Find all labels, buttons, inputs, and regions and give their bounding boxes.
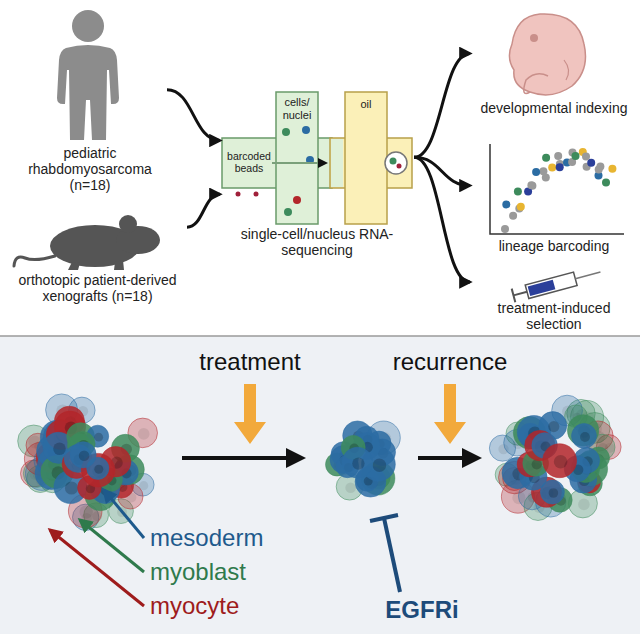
panel-divider xyxy=(0,335,640,337)
illustrated-node: single-cell/nucleus RNA-sequencing xyxy=(222,90,412,258)
text-label: myocyte xyxy=(150,592,300,620)
orange-arrow xyxy=(434,384,466,444)
node-label: lineage barcoding xyxy=(472,238,636,254)
flow-arrow xyxy=(187,194,220,227)
inhibition-bar xyxy=(370,515,398,521)
node-label: orthotopic patient-derived xenografts (n… xyxy=(10,272,185,304)
text-label: mesoderm xyxy=(150,524,300,552)
flow-arrow xyxy=(414,157,470,282)
embryo-drawing xyxy=(509,14,585,95)
mouse-silhouette xyxy=(14,215,160,270)
text-label: EGFRi xyxy=(372,596,472,624)
text-label: myoblast xyxy=(150,558,300,586)
node-label: single-cell/nucleus RNA-sequencing xyxy=(222,226,412,258)
bottom-panel xyxy=(0,336,640,634)
syringe-drawing xyxy=(512,265,603,302)
inhibition-line xyxy=(384,518,400,592)
orange-arrow xyxy=(234,384,266,444)
scatter-plot xyxy=(490,144,624,234)
pointer-arrow xyxy=(50,530,144,606)
text-label: cells/ nuclei xyxy=(276,96,318,121)
child-silhouette xyxy=(57,10,119,140)
text-label: barcoded beads xyxy=(223,150,275,174)
node-label: developmental indexing xyxy=(472,100,636,116)
flow-arrow xyxy=(414,53,470,157)
illustrated-node: treatment-induced selection xyxy=(472,268,636,332)
process-arrow xyxy=(182,456,302,460)
illustrated-node: lineage barcoding xyxy=(472,140,636,254)
tumor-cells xyxy=(18,394,621,531)
microfluidic-chip xyxy=(222,92,412,224)
text-label: treatment xyxy=(180,348,320,376)
pointer-arrow xyxy=(80,520,144,572)
text-label: recurrence xyxy=(380,348,520,376)
node-label: pediatric rhabdomyosarcoma (n=18) xyxy=(15,145,165,193)
illustrated-node: pediatric rhabdomyosarcoma (n=18) xyxy=(15,5,165,193)
text-label: oil xyxy=(345,98,387,111)
pointer-arrow xyxy=(104,490,144,538)
process-arrow xyxy=(418,456,478,460)
node-label: treatment-induced selection xyxy=(472,300,636,332)
illustrated-node: orthotopic patient-derived xenografts (n… xyxy=(10,208,185,304)
illustrated-node: developmental indexing xyxy=(472,8,636,116)
flow-arrow xyxy=(167,90,220,141)
